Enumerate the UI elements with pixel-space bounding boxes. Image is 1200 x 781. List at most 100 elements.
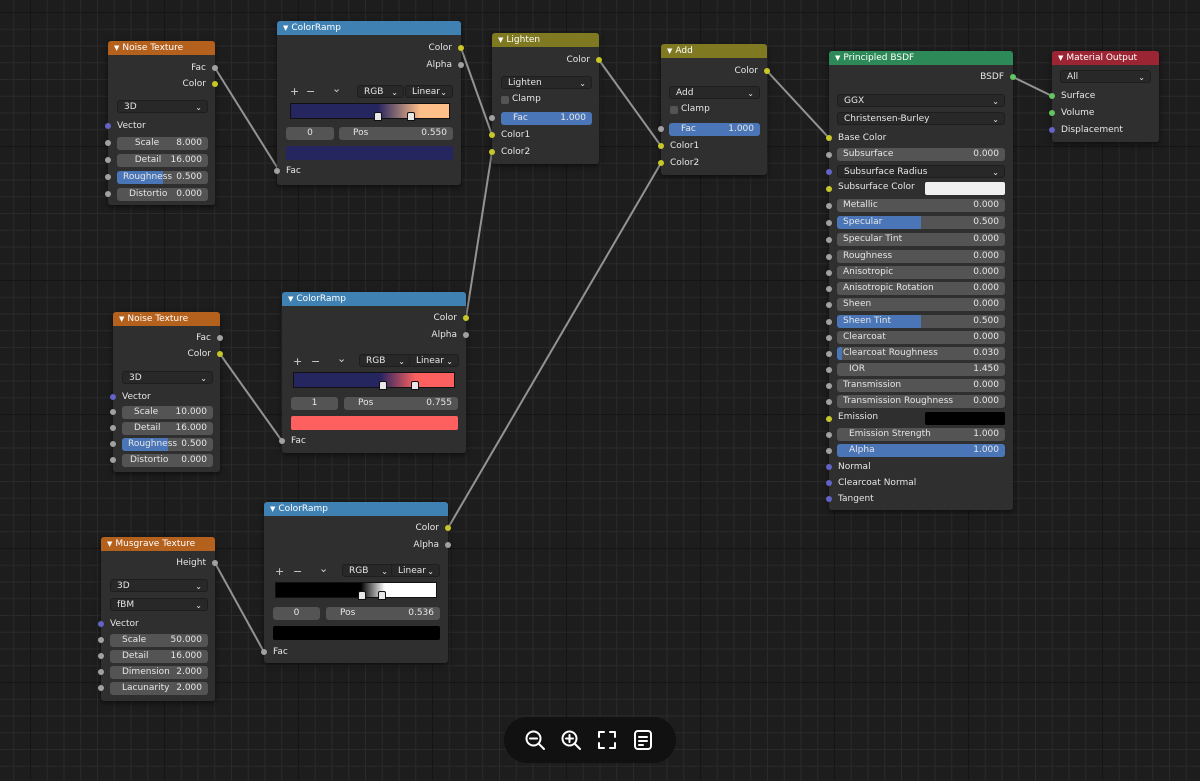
socket[interactable] <box>110 441 116 447</box>
ramp-menu-button[interactable]: ⌄ <box>337 352 347 365</box>
socket[interactable] <box>489 115 495 121</box>
socket[interactable] <box>826 254 832 260</box>
add-stop-button[interactable]: + <box>275 565 285 578</box>
socket[interactable] <box>826 286 832 292</box>
socket[interactable] <box>826 237 832 243</box>
socket[interactable] <box>217 351 223 357</box>
socket[interactable] <box>279 438 285 444</box>
collapse-icon[interactable]: ▼ <box>283 24 289 32</box>
dimensions-dropdown[interactable]: 3D⌄ <box>110 579 208 592</box>
socket[interactable] <box>826 335 832 341</box>
color-ramp-gradient[interactable] <box>275 582 437 598</box>
color-mode-dropdown[interactable]: RGB⌄ <box>357 85 404 98</box>
emission-color-swatch[interactable] <box>925 412 1005 425</box>
colorramp-node-1[interactable]: ▼ColorRamp Color Alpha + − ⌄ RGB⌄ Linear… <box>274 21 464 185</box>
zoom-in-button[interactable] <box>559 728 583 752</box>
socket[interactable] <box>489 132 495 138</box>
color-stop-handle[interactable] <box>378 591 386 600</box>
socket[interactable] <box>596 57 602 63</box>
stop-index-field[interactable]: 1 <box>291 397 338 410</box>
node-header[interactable]: ▼Add <box>661 44 767 58</box>
blend-mode-dropdown[interactable]: Add⌄ <box>669 86 760 99</box>
socket[interactable] <box>826 432 832 438</box>
socket[interactable] <box>445 542 451 548</box>
socket[interactable] <box>826 416 832 422</box>
socket[interactable] <box>105 140 111 146</box>
collapse-icon[interactable]: ▼ <box>835 54 841 62</box>
color-ramp-gradient[interactable] <box>290 103 450 119</box>
socket[interactable] <box>458 45 464 51</box>
remove-stop-button[interactable]: − <box>306 85 316 98</box>
collapse-icon[interactable]: ▼ <box>667 47 673 55</box>
node-header[interactable]: ▼Noise Texture <box>108 41 215 55</box>
socket[interactable] <box>826 152 832 158</box>
interpolation-dropdown[interactable]: Linear⌄ <box>391 564 440 577</box>
socket[interactable] <box>826 319 832 325</box>
socket[interactable] <box>1049 110 1055 116</box>
material-output-node[interactable]: ▼Material Output All⌄ Surface Volume Dis… <box>1049 51 1159 142</box>
node-header[interactable]: ▼Lighten <box>492 33 599 47</box>
socket[interactable] <box>826 270 832 276</box>
remove-stop-button[interactable]: − <box>293 565 303 578</box>
socket[interactable] <box>110 457 116 463</box>
stop-color-swatch[interactable] <box>273 626 440 640</box>
stop-index-field[interactable]: 0 <box>273 607 320 620</box>
collapse-icon[interactable]: ▼ <box>1058 54 1064 62</box>
socket[interactable] <box>1010 74 1016 80</box>
interpolation-dropdown[interactable]: Linear⌄ <box>405 85 453 98</box>
add-stop-button[interactable]: + <box>293 355 303 368</box>
socket[interactable] <box>105 174 111 180</box>
stop-color-swatch[interactable] <box>286 146 453 160</box>
socket[interactable] <box>826 203 832 209</box>
node-header[interactable]: ▼Musgrave Texture <box>101 537 215 551</box>
node-header[interactable]: ▼Noise Texture <box>113 312 220 326</box>
zoom-out-button[interactable] <box>523 728 547 752</box>
clamp-checkbox[interactable] <box>501 96 509 104</box>
remove-stop-button[interactable]: − <box>311 355 321 368</box>
blend-mode-dropdown[interactable]: Lighten⌄ <box>501 76 592 89</box>
socket[interactable] <box>826 186 832 192</box>
subsurface-radius-dropdown[interactable]: Subsurface Radius⌄ <box>837 165 1005 178</box>
musgrave-texture-node[interactable]: ▼Musgrave Texture Height 3D⌄ fBM⌄ Vector… <box>98 537 218 701</box>
socket[interactable] <box>826 480 832 486</box>
clamp-checkbox[interactable] <box>670 106 678 114</box>
socket[interactable] <box>1049 127 1055 133</box>
color-stop-handle[interactable] <box>374 112 382 121</box>
noise-texture-node-1[interactable]: ▼Noise Texture Fac Color 3D⌄ Vector Scal… <box>105 41 218 205</box>
socket[interactable] <box>98 685 104 691</box>
socket[interactable] <box>826 367 832 373</box>
collapse-icon[interactable]: ▼ <box>107 540 113 548</box>
stop-index-field[interactable]: 0 <box>286 127 334 140</box>
socket[interactable] <box>212 560 218 566</box>
node-header[interactable]: ▼ColorRamp <box>282 292 466 306</box>
dimensions-dropdown[interactable]: 3D⌄ <box>122 371 213 384</box>
color-stop-handle[interactable] <box>407 112 415 121</box>
socket[interactable] <box>458 62 464 68</box>
socket[interactable] <box>261 649 267 655</box>
node-header[interactable]: ▼Material Output <box>1052 51 1159 65</box>
musgrave-type-dropdown[interactable]: fBM⌄ <box>110 598 208 611</box>
render-target-dropdown[interactable]: All⌄ <box>1060 70 1151 83</box>
stop-color-swatch[interactable] <box>291 416 458 430</box>
notes-button[interactable] <box>631 728 655 752</box>
socket[interactable] <box>1049 93 1055 99</box>
noise-texture-node-2[interactable]: ▼Noise Texture Fac Color 3D⌄ Vector Scal… <box>110 312 223 472</box>
subsurface-method-dropdown[interactable]: Christensen-Burley⌄ <box>837 112 1005 125</box>
color-mode-dropdown[interactable]: RGB⌄ <box>342 564 394 577</box>
socket[interactable] <box>98 637 104 643</box>
